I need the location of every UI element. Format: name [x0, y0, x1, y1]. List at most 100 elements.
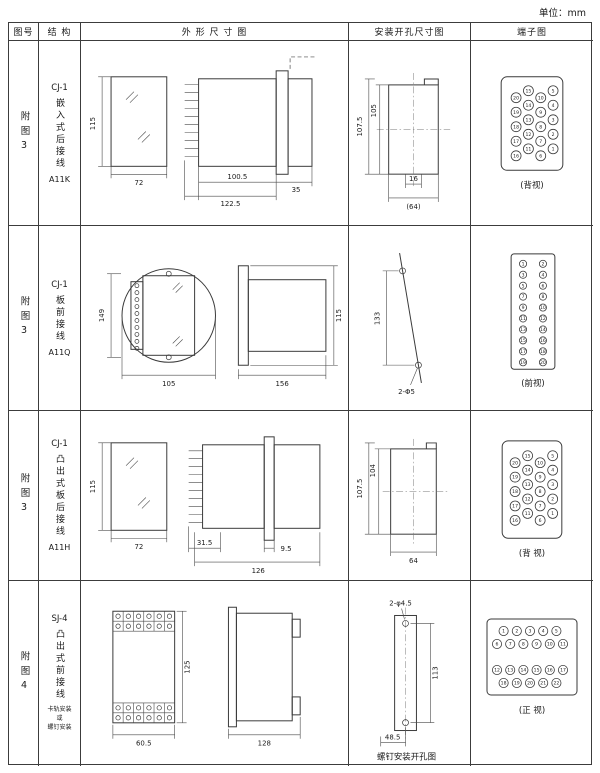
header-structure: 结 构 — [39, 23, 81, 41]
terminal-number: 20 — [540, 360, 546, 366]
dim-label: 2-Φ5 — [398, 388, 415, 396]
terminal-number: 20 — [512, 460, 518, 466]
terminal-number: 5 — [555, 629, 558, 635]
fig-number: 附图3 — [18, 473, 30, 518]
terminal-number: 2 — [551, 497, 554, 503]
front-view — [110, 76, 168, 167]
terminal-circle — [511, 678, 522, 689]
terminal-circle — [498, 678, 509, 689]
terminal-number: 12 — [526, 132, 532, 138]
install-cell-row3: 107.5 104 64 — [349, 411, 471, 581]
terminal-circle — [538, 281, 547, 290]
dim-label: 35 — [292, 186, 301, 194]
terminal-panel — [510, 253, 556, 370]
dim-height: 125 — [176, 610, 192, 724]
terminal-circle — [547, 479, 559, 490]
terminal-number: 8 — [522, 642, 525, 648]
dim-label: (64) — [406, 203, 421, 211]
terminal-circle — [505, 665, 516, 676]
dim-label: 128 — [258, 740, 271, 748]
dim-vertical: 113 — [410, 623, 439, 723]
terminal-panel — [501, 440, 563, 539]
terminal-number: 19 — [520, 360, 526, 366]
terminal-number: 13 — [507, 668, 513, 674]
terminal-circle — [538, 259, 547, 268]
terminal-number: 6 — [541, 283, 544, 289]
terminal-number: 21 — [540, 681, 546, 687]
terminal-circle — [519, 358, 528, 367]
terminal-circle — [522, 493, 533, 505]
terminal-circle — [558, 665, 569, 676]
dim-label: 149 — [98, 309, 106, 322]
terminal-number: 2 — [552, 132, 555, 138]
terminal-circle — [538, 358, 547, 367]
terminal-number: 9 — [522, 305, 525, 311]
model-label: SJ-4 — [51, 614, 68, 625]
terminal-number: 13 — [526, 117, 532, 123]
dim-height: 115 — [89, 76, 112, 167]
terminal-number: 2 — [515, 629, 518, 635]
dim-vertical: 107.5 104 — [356, 442, 391, 535]
terminal-number: 13 — [520, 327, 526, 333]
fig-cell-row4: 附图4 — [9, 581, 39, 766]
terminal-circle — [547, 450, 559, 462]
terminal-number: 9 — [539, 475, 542, 481]
terminal-number: 5 — [522, 283, 525, 289]
terminal-circle — [538, 270, 547, 279]
terminal-circle — [525, 626, 536, 637]
terminal-number: 7 — [522, 294, 525, 300]
terminal-number: 10 — [537, 460, 543, 466]
terminal-circle — [510, 92, 522, 104]
terminal-number: 3 — [552, 117, 555, 123]
install-cell-row4: 2-φ4.5 113 48.5 螺钉安装开孔图 — [349, 581, 471, 766]
fig-number: 附图3 — [18, 295, 30, 341]
mount-type-label: 板前接线 — [54, 294, 64, 343]
terminal-number: 8 — [539, 124, 542, 130]
terminal-number: 1 — [551, 511, 554, 517]
install-hole-drawing-a11q: 133 2-Φ5 — [374, 252, 422, 396]
holes — [399, 252, 422, 384]
dim-label: 100.5 — [227, 173, 247, 181]
terminal-circle — [551, 678, 562, 689]
terminal-number: 12 — [494, 668, 500, 674]
terminal-panel — [500, 76, 564, 171]
dim-label: 9.5 — [281, 545, 292, 553]
terminal-circle — [523, 114, 534, 126]
dim-width: 72 — [110, 166, 168, 187]
dim-label: 107.5 — [356, 479, 364, 499]
terminal-number: 4 — [542, 629, 545, 635]
dim-label: 72 — [135, 543, 144, 551]
terminal-number: 16 — [540, 338, 546, 344]
terminal-circle — [519, 303, 528, 312]
dim-depths: 100.5 35 122.5 — [184, 160, 313, 208]
terminal-circle — [534, 471, 546, 483]
terminal-number: 18 — [501, 681, 507, 687]
terminal-number: 17 — [520, 349, 526, 355]
terminal-circle — [519, 281, 528, 290]
terminal-number: 1 — [552, 146, 555, 152]
terminal-circle — [538, 292, 547, 301]
dim-height: 149 — [98, 273, 122, 358]
mount-plate — [394, 607, 417, 739]
dim-vertical: 107.5 105 — [356, 78, 389, 175]
front-view — [121, 268, 216, 363]
install-hole-drawing-a11k: 107.5 105 16 (64) — [356, 72, 451, 211]
fig-cell-row1: 附图3 — [9, 41, 39, 226]
terminal-circle — [544, 639, 555, 650]
terminal-circle — [534, 514, 546, 526]
model-label: CJ-1 — [51, 279, 68, 290]
terminal-circle — [510, 121, 522, 133]
terminal-number: 6 — [539, 153, 542, 159]
terminal-number: 5 — [552, 88, 555, 94]
terminal-circle — [509, 486, 521, 497]
terminal-number: 12 — [525, 497, 531, 503]
terminal-circle — [535, 135, 547, 147]
outline-cell-row2: 149 105 156 — [81, 226, 349, 411]
terminal-circle — [509, 514, 521, 526]
terminal-number: 19 — [514, 681, 520, 687]
terminal-number: 7 — [509, 642, 512, 648]
